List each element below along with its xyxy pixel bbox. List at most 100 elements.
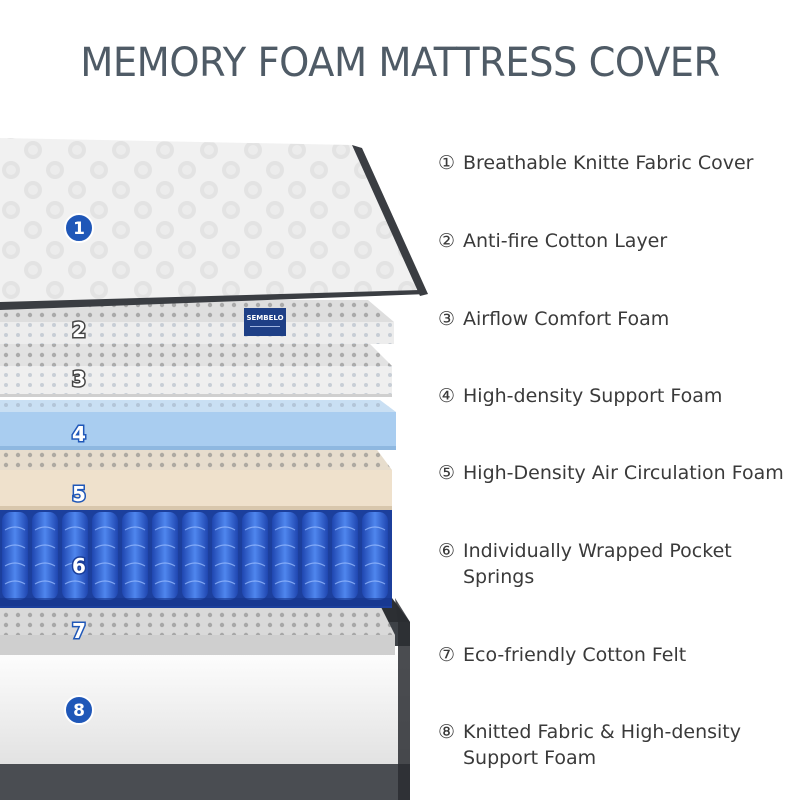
pocket-spring [152,512,178,600]
spring-coil [214,562,236,567]
spring-coil [64,526,86,531]
badge-4: 4 [71,421,88,448]
badge-3: 3 [71,366,88,393]
spring-coil [184,580,206,585]
spring-coil [34,544,56,549]
spring-coil [214,544,236,549]
badge-1: 1 [64,213,94,243]
svg-text:6: 6 [72,554,86,578]
spring-coil [64,544,86,549]
spring-coil [34,562,56,567]
spring-coil [244,526,266,531]
badge-7: 7 [71,618,88,645]
spring-coil [304,544,326,549]
spring-coil [244,562,266,567]
spring-coil [34,580,56,585]
pocket-spring [302,512,328,600]
pocket-spring [2,512,28,600]
spring-coil [4,526,26,531]
spring-coil [184,544,206,549]
marker-3: ③ [438,308,456,330]
brand-tag: SEMBELO [244,308,286,336]
svg-text:5: 5 [72,482,86,506]
spring-coil [4,580,26,585]
svg-text:8: 8 [73,701,85,721]
marker-5: ⑤ [438,462,456,484]
spring-coil [274,580,296,585]
spring-coil [334,562,356,567]
svg-text:7: 7 [72,619,86,643]
badge-8: 8 [64,695,94,725]
layer-1-cover [0,138,428,310]
spring-coil [4,544,26,549]
spring-coil [124,580,146,585]
spring-coil [244,580,266,585]
layer-5-foam [0,447,392,510]
pocket-spring [92,512,118,600]
spring-coil [64,580,86,585]
badge-5: 5 [71,481,88,508]
spring-coil [154,580,176,585]
marker-4: ④ [438,385,456,407]
svg-text:3: 3 [72,367,86,391]
spring-coil [124,544,146,549]
spring-coil [184,562,206,567]
spring-coil [244,544,266,549]
pocket-spring [242,512,268,600]
spring-coil [154,562,176,567]
spring-coil [124,526,146,531]
spring-coil [334,580,356,585]
spring-coil [364,562,386,567]
layer-3-foam [0,344,392,397]
spring-coil [64,562,86,567]
marker-8: ⑧ [438,721,456,743]
layer-6-springs [0,508,392,608]
spring-coil [214,526,236,531]
spring-coil [94,544,116,549]
spring-coil [274,562,296,567]
pocket-spring [122,512,148,600]
spring-coil [154,544,176,549]
svg-text:4: 4 [72,422,86,446]
spring-coil [304,526,326,531]
marker-2: ② [438,230,456,252]
svg-text:1: 1 [73,219,85,239]
spring-coil [304,562,326,567]
badge-6: 6 [71,553,88,580]
spring-coil [214,580,236,585]
badge-2: 2 [71,317,88,344]
pocket-spring [62,512,88,600]
pocket-spring [212,512,238,600]
spring-coil [94,562,116,567]
spring-coil [274,544,296,549]
marker-1: ① [438,152,456,174]
pocket-spring [182,512,208,600]
svg-text:2: 2 [72,318,86,342]
pocket-spring [272,512,298,600]
spring-coil [94,580,116,585]
pocket-spring [32,512,58,600]
spring-coil [364,544,386,549]
layer-7-felt [0,605,395,655]
spring-coil [154,526,176,531]
spring-coil [364,526,386,531]
marker-7: ⑦ [438,644,456,666]
brand-tag-text: SEMBELO [246,314,283,322]
pocket-spring [362,512,388,600]
spring-coil [334,544,356,549]
spring-coil [184,526,206,531]
spring-coil [4,562,26,567]
page-title: MEMORY FOAM MATTRESS COVER [80,40,720,86]
spring-coil [34,526,56,531]
spring-coil [274,526,296,531]
marker-6: ⑥ [438,540,456,562]
